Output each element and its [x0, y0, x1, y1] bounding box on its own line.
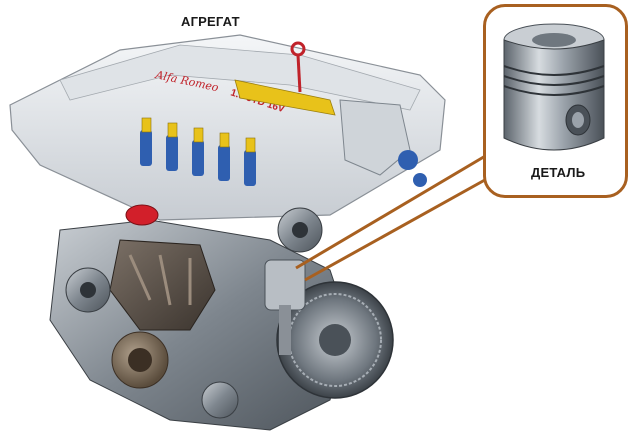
aggregate-label: АГРЕГАТ — [181, 14, 240, 29]
detail-label: ДЕТАЛЬ — [531, 165, 586, 180]
injectors — [140, 130, 256, 186]
piston-photo — [503, 23, 605, 151]
